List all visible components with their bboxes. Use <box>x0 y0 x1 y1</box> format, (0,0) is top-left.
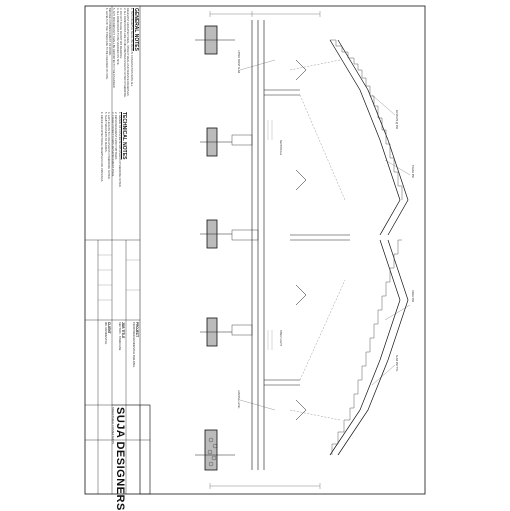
annotation-right: TREAD 250 <box>411 165 414 178</box>
technical-notes-title: TECHNICAL NOTES <box>121 112 127 160</box>
rubble-hatch <box>207 437 218 467</box>
annotation-left: UPPER WAIST SLAB <box>237 50 240 74</box>
general-notes: GENERAL NOTES 1. THIS DRAWING SHALL BE R… <box>104 8 139 98</box>
client-block: CLIENT MR. RESIDENTIAL <box>104 322 111 344</box>
leader-lines <box>239 59 411 411</box>
main-beam <box>251 20 265 470</box>
project-label: PROJECT <box>135 322 139 338</box>
stair-steps <box>330 39 403 455</box>
job-title-value: SECTION - STAIRCASE <box>118 322 121 351</box>
note-line: 1. GRADE OF CONCRETE M25 UNLESS OTHERWIS… <box>118 112 121 188</box>
annotation-right: SLAB 150 THK <box>395 355 398 372</box>
note-line: 5. ANY DISCREPANCY SHALL BE REPORTED TO … <box>112 8 116 88</box>
project-block: PROJECT PROPOSED RESIDENTIAL BUILDING <box>132 322 139 367</box>
job-title-label: JOB TITLE <box>121 322 125 339</box>
dimension-lines <box>209 11 321 489</box>
sheet-border <box>84 5 426 495</box>
footing-pads <box>204 25 218 471</box>
note-line: 3. CLEAR COVER TO MAIN REINFORCEMENT 25m… <box>110 112 114 177</box>
annotation-left: STAIR FLIGHT <box>279 330 282 347</box>
beam-label-ticks <box>267 120 273 350</box>
firm-name: SUJA DESIGNERS <box>114 407 126 511</box>
project-value: PROPOSED RESIDENTIAL BUILDING <box>132 322 135 368</box>
annotation-left: SECTION A-A <box>279 140 282 156</box>
client-label: CLIENT <box>107 322 111 334</box>
note-line: 6. REFER ARCHITECTURAL DRAWINGS FOR OPEN… <box>100 112 104 183</box>
brackets <box>295 59 307 421</box>
note-line: 4. ALL DIMENSIONS TO BE VERIFIED ON SITE… <box>115 8 119 66</box>
title-block-grid <box>85 239 151 495</box>
revision-table <box>98 254 140 301</box>
footing-pad <box>204 429 218 471</box>
note-line: 2. ALL DIMENSIONS ARE IN MILLIMETRES UNL… <box>122 8 126 98</box>
staircase-section-drawing <box>195 11 411 489</box>
support-stubs <box>231 134 259 336</box>
landing-slab <box>264 89 350 386</box>
drawing-sheet <box>84 5 426 495</box>
note-line: RELEVANT ARCHITECTURAL, STRUCTURAL AND S… <box>126 8 130 97</box>
annotation-right: 16 STEPS @ 150 <box>395 110 398 129</box>
general-notes-title: GENERAL NOTES <box>133 8 139 51</box>
note-line: 6. LEVELS OF THE STAIRCASE TO BE CHECKED… <box>104 8 108 80</box>
reinforcement-lines <box>289 59 346 421</box>
job-title-block: JOB TITLE SECTION - STAIRCASE <box>118 322 125 350</box>
technical-notes: TECHNICAL NOTES 1. GRADE OF CONCRETE M25… <box>99 112 127 187</box>
annotation-right: RISER 150 <box>411 290 414 302</box>
stair-flights <box>329 39 409 456</box>
note-line: 4. LAP LENGTH 50 x DIA UNLESS OTHERWISE … <box>107 112 111 180</box>
client-value: MR. RESIDENTIAL <box>104 322 107 345</box>
beam-ticks <box>195 39 235 456</box>
annotation-left: LANDING LEVEL <box>237 390 240 409</box>
note-line: 1. THIS DRAWING SHALL BE READ IN CONJUNC… <box>130 8 133 87</box>
firm-logo: SUJA DESIGNERS STRUCTURAL CONSULTANTS <box>111 407 126 511</box>
